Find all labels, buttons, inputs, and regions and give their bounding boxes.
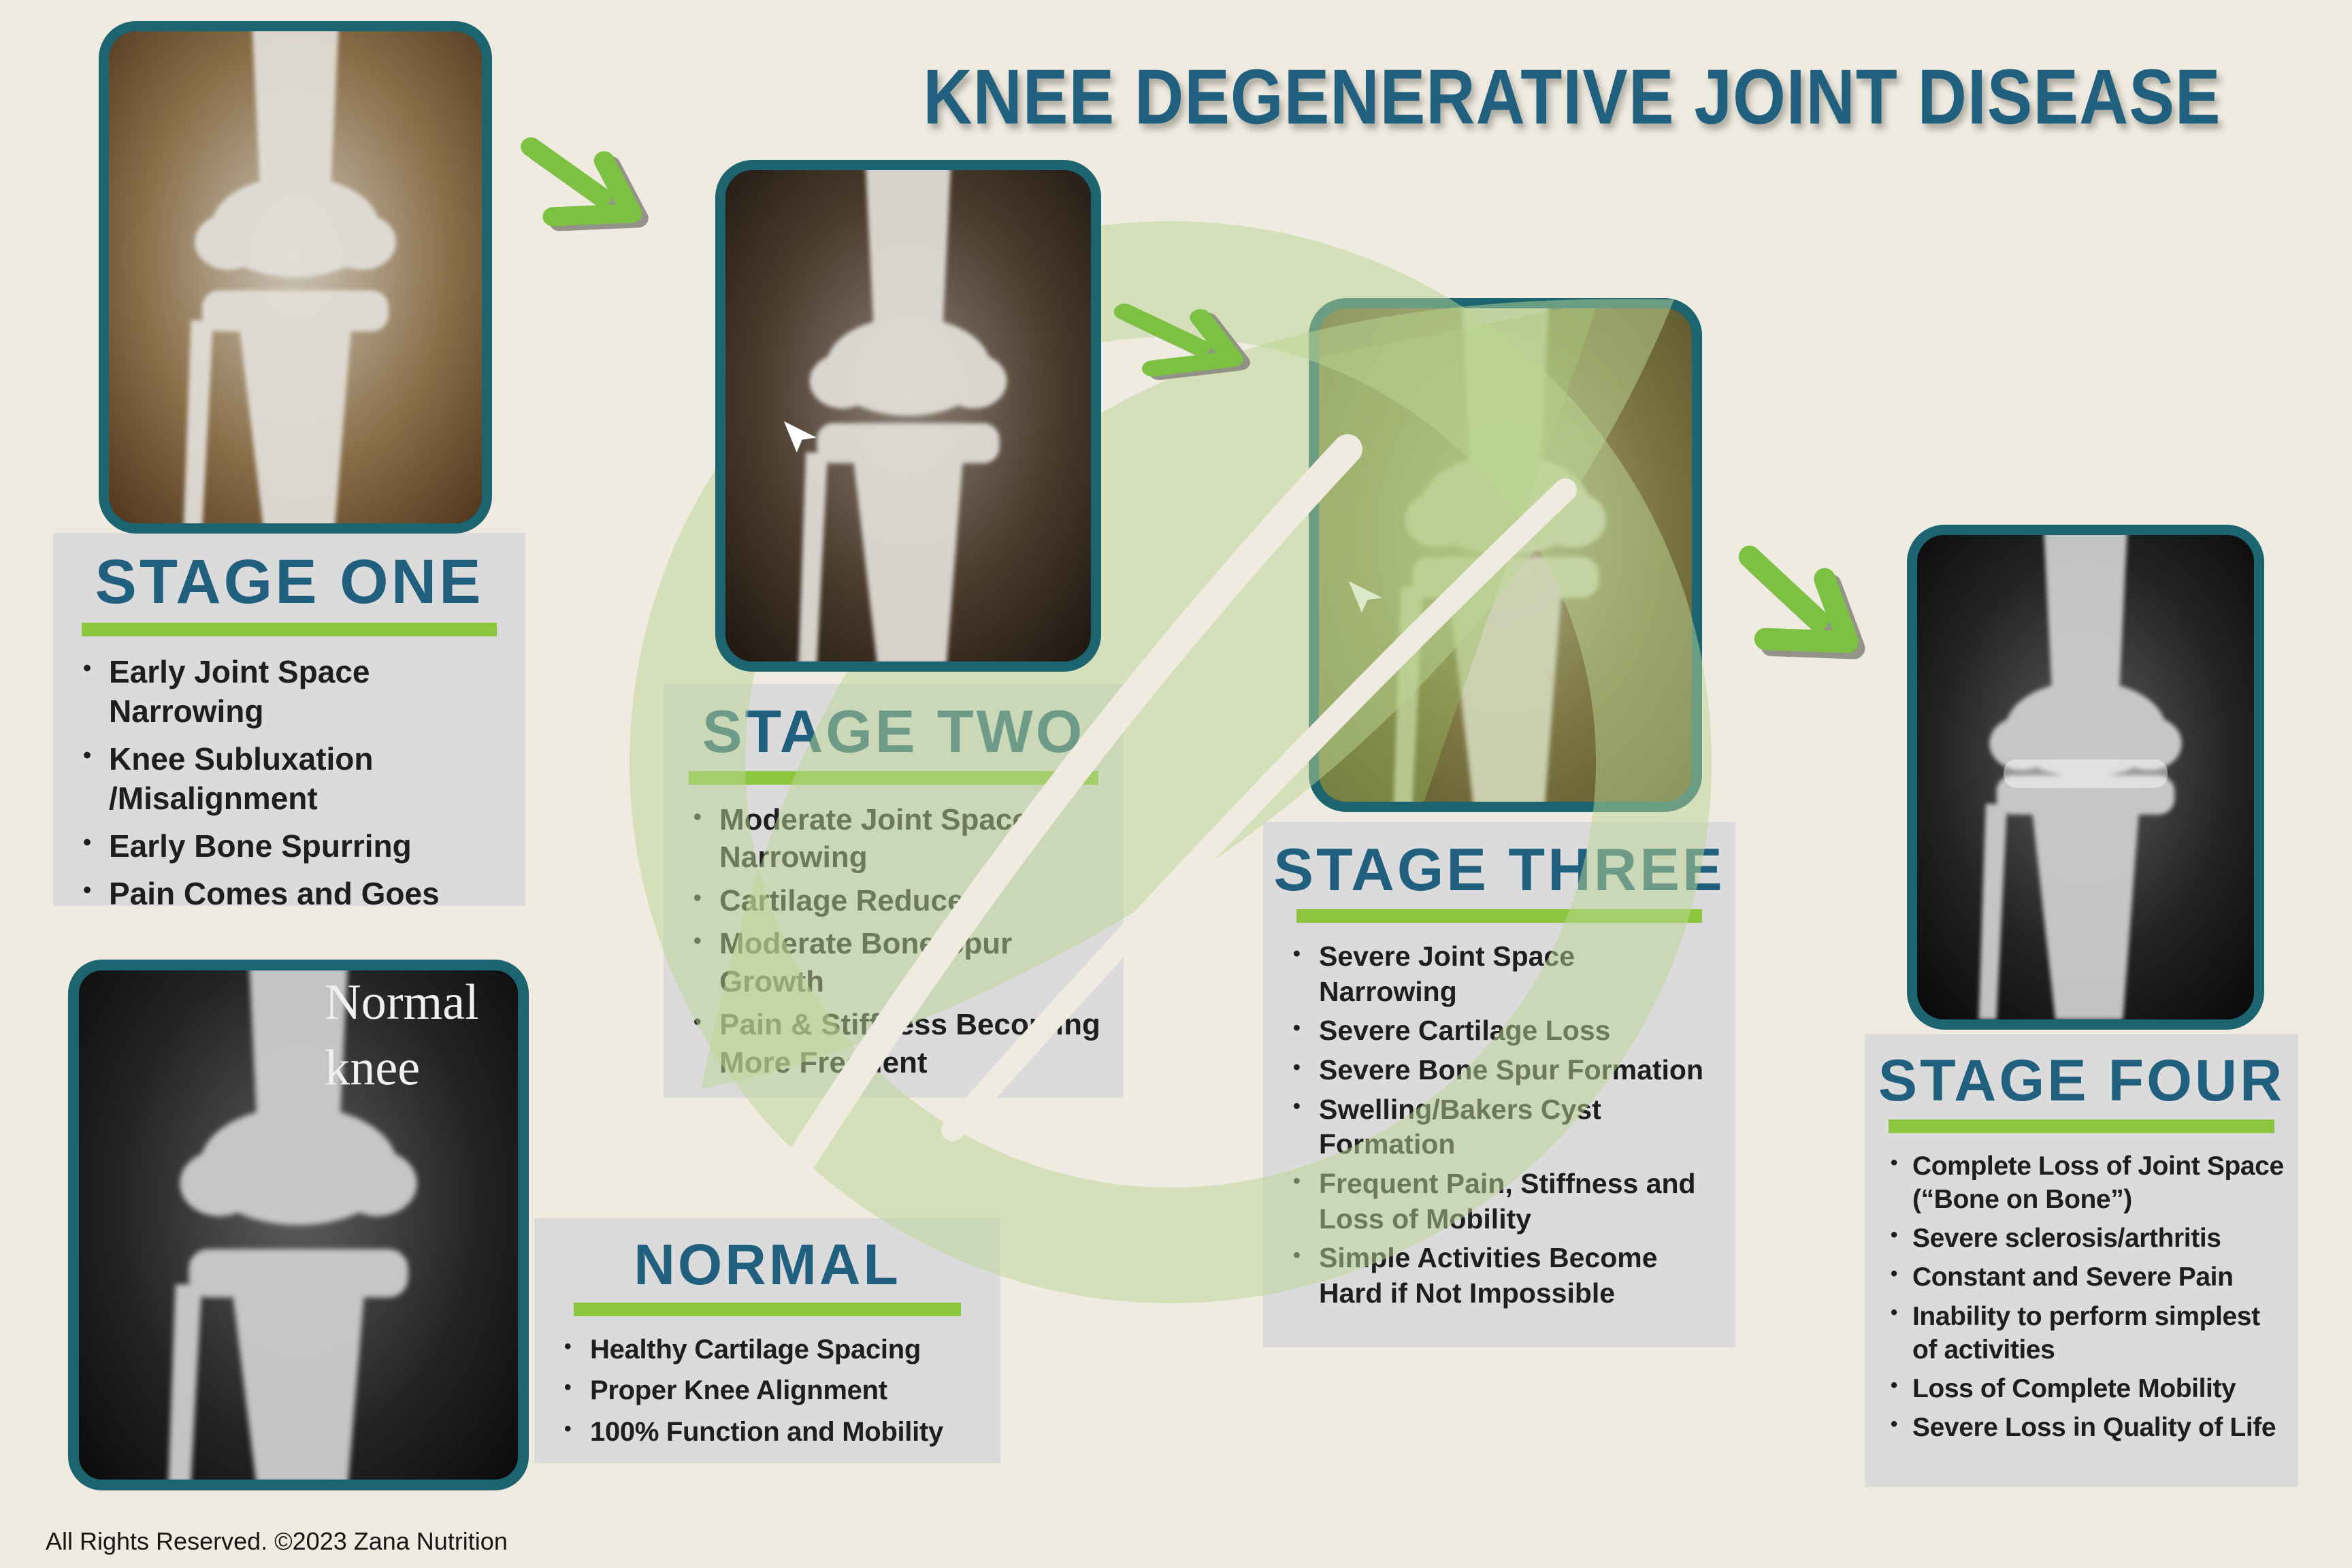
bullet-item: Pain & Stiffness Becoming More Frequent [688, 1006, 1107, 1081]
stage-four-xray-photo [1907, 525, 2264, 1030]
bullet-text: Inability to perform simplest of activit… [1912, 1301, 2260, 1365]
bullet-text: Swelling/Bakers Cyst Formation [1319, 1093, 1601, 1160]
flow-arrow-2 [1113, 297, 1253, 385]
knee-xray-illustration [109, 31, 482, 523]
bullet-text: Cartilage Reduced [719, 883, 983, 917]
arrow-graphic [521, 137, 649, 231]
bullet-text: Moderate Joint Space Narrowing [719, 803, 1029, 875]
bullet-item: Inability to perform simplest of activit… [1885, 1300, 2290, 1367]
bullet-item: Frequent Pain, Stiffness and Loss of Mob… [1288, 1166, 1719, 1237]
bullet-item: Early Joint Space Narrowing [78, 653, 509, 732]
knee-xray-illustration [725, 170, 1091, 662]
stage-one-xray-photo [99, 21, 492, 534]
bullet-item: Healthy Cartilage Spacing [559, 1333, 984, 1367]
bullet-item: 100% Function and Mobility [559, 1415, 984, 1449]
normal-knee-xray-photo: Normal knee [68, 960, 529, 1490]
stage-three-title: STAGE THREE [1273, 836, 1725, 903]
flow-arrow-1 [517, 137, 653, 238]
stage-three-xray-photo [1309, 298, 1702, 812]
bullet-item: Moderate Joint Space Narrowing [688, 801, 1107, 877]
bullet-text: Severe Cartilage Loss [1319, 1015, 1611, 1047]
poster-title: KNEE DEGENERATIVE JOINT DISEASE [923, 54, 2221, 141]
stage-four-panel: STAGE FOUR Complete Loss of Joint Space … [1865, 1034, 2298, 1487]
normal-knee-label: Normal [325, 975, 479, 1030]
bullet-item: Constant and Severe Pain [1885, 1260, 2290, 1294]
bullet-item: Proper Knee Alignment [559, 1373, 984, 1407]
bullet-text: Severe Joint Space Narrowing [1319, 941, 1575, 1007]
bullet-text: Frequent Pain, Stiffness and Loss of Mob… [1319, 1167, 1696, 1235]
stage-one-bullets: Early Joint Space Narrowing Knee Subluxa… [53, 653, 525, 914]
footer-copyright: All Rights Reserved. ©2023 Zana Nutritio… [46, 1527, 508, 1555]
bullet-text: Severe sclerosis/arthritis [1912, 1224, 2221, 1254]
stage-one-panel: STAGE ONE Early Joint Space Narrowing Kn… [53, 533, 525, 911]
stage-two-bullets: Moderate Joint Space Narrowing Cartilage… [664, 801, 1124, 1081]
accent-bar [1889, 1120, 2274, 1133]
bullet-text: Early Joint Space Narrowing [109, 654, 370, 729]
stage-three-panel: STAGE THREE Severe Joint Space Narrowing… [1263, 822, 1735, 1348]
knee-xray-illustration [1319, 308, 1692, 802]
stage-two-xray-photo [715, 160, 1101, 672]
stage-two-panel: STAGE TWO Moderate Joint Space Narrowing… [664, 684, 1124, 1098]
bullet-text: Severe Loss in Quality of Life [1912, 1412, 2276, 1442]
arrow-graphic [1113, 304, 1250, 380]
bullet-item: Severe Bone Spur Formation [1288, 1053, 1719, 1088]
bullet-text: Proper Knee Alignment [590, 1375, 887, 1406]
bullet-item: Severe Loss in Quality of Life [1885, 1411, 2290, 1444]
stage-three-bullets: Severe Joint Space Narrowing Severe Cart… [1263, 939, 1735, 1311]
stage-four-title: STAGE FOUR [1878, 1048, 2285, 1113]
bullet-text: Early Bone Spurring [109, 828, 412, 864]
arrow-graphic [1738, 545, 1865, 659]
bullet-text: Knee Subluxation /Misalignment [109, 740, 374, 816]
bullet-item: Severe sclerosis/arthritis [1885, 1222, 2290, 1255]
flow-arrow-3 [1726, 544, 1878, 671]
bullet-item: Complete Loss of Joint Space (“Bone on B… [1885, 1149, 2290, 1216]
bullet-item: Pain Comes and Goes [78, 875, 509, 914]
accent-bar [689, 771, 1098, 785]
bullet-text: Pain & Stiffness Becoming More Frequent [719, 1008, 1100, 1079]
accent-bar [1296, 909, 1703, 923]
bullet-item: Early Bone Spurring [78, 827, 509, 866]
bullet-item: Knee Subluxation /Misalignment [78, 740, 509, 819]
accent-bar [81, 623, 497, 636]
normal-bullets: Healthy Cartilage Spacing Proper Knee Al… [534, 1333, 1000, 1449]
bullet-text: Moderate Bone Spur Growth [719, 927, 1013, 998]
normal-panel: NORMAL Healthy Cartilage Spacing Proper … [534, 1218, 1000, 1463]
bullet-text: Loss of Complete Mobility [1912, 1373, 2236, 1403]
bullet-item: Severe Cartilage Loss [1288, 1013, 1719, 1049]
bullet-item: Simple Activities Become Hard if Not Imp… [1288, 1241, 1719, 1311]
stage-four-bullets: Complete Loss of Joint Space (“Bone on B… [1865, 1149, 2298, 1444]
bullet-text: Complete Loss of Joint Space (“Bone on B… [1912, 1152, 2284, 1215]
bullet-text: Healthy Cartilage Spacing [590, 1335, 921, 1365]
bullet-text: Constant and Severe Pain [1912, 1262, 2234, 1292]
knee-xray-illustration: Normal knee [79, 970, 518, 1480]
bullet-item: Loss of Complete Mobility [1885, 1372, 2290, 1405]
knee-xray-illustration [1917, 535, 2254, 1019]
bullet-item: Severe Joint Space Narrowing [1288, 939, 1719, 1009]
bullet-text: Severe Bone Spur Formation [1319, 1054, 1704, 1085]
bullet-item: Moderate Bone Spur Growth [688, 925, 1107, 1000]
bullet-text: 100% Function and Mobility [590, 1416, 943, 1447]
normal-title: NORMAL [634, 1232, 901, 1296]
normal-knee-label: knee [325, 1041, 420, 1096]
stage-one-title: STAGE ONE [95, 547, 484, 617]
stage-two-title: STAGE TWO [702, 698, 1085, 765]
bullet-item: Swelling/Bakers Cyst Formation [1288, 1092, 1719, 1162]
bullet-text: Pain Comes and Goes [109, 875, 440, 911]
bullet-text: Simple Activities Become Hard if Not Imp… [1319, 1242, 1658, 1309]
accent-bar [574, 1303, 961, 1316]
bullet-item: Cartilage Reduced [688, 882, 1107, 919]
